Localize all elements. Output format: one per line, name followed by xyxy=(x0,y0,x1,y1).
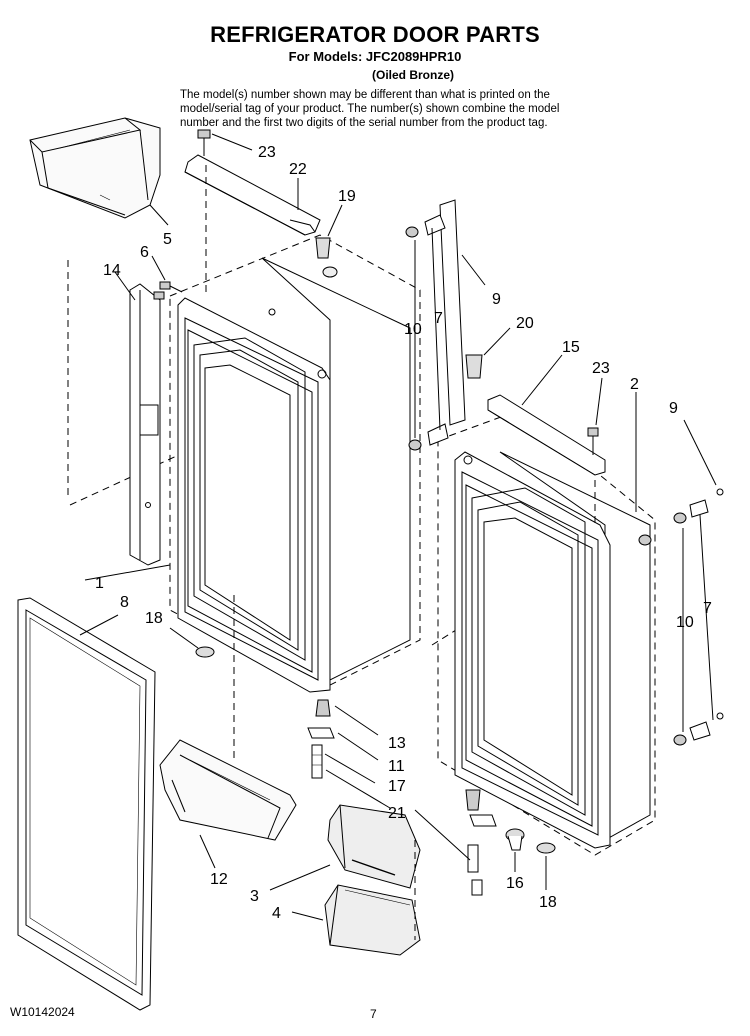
dimension-line-7-left xyxy=(431,227,441,431)
callout-7-left: 7 xyxy=(434,310,443,327)
callout-14: 14 xyxy=(103,262,121,279)
leader-11 xyxy=(337,732,379,761)
leader-19 xyxy=(327,204,343,237)
callout-23-top: 23 xyxy=(258,144,276,161)
part-handle-assembly-left xyxy=(405,199,466,451)
callout-5: 5 xyxy=(163,231,172,248)
leader-8 xyxy=(79,614,119,636)
leader-23-right xyxy=(595,377,603,426)
callout-1: 1 xyxy=(95,575,104,592)
leader-21-right xyxy=(414,809,471,861)
model-number-note: The model(s) number shown may be differe… xyxy=(180,88,620,130)
left-door-envelope xyxy=(169,234,421,691)
part-screw-23-right xyxy=(587,427,599,455)
callout-8: 8 xyxy=(120,594,129,611)
leader-9-right xyxy=(683,419,717,486)
callout-15: 15 xyxy=(562,339,580,356)
callout-6: 6 xyxy=(140,244,149,261)
leader-5 xyxy=(149,204,169,226)
part-door-gasket-8 xyxy=(17,597,156,1011)
callout-21: 21 xyxy=(388,805,406,822)
leader-13 xyxy=(334,705,379,736)
document-number: W10142024 xyxy=(10,1005,75,1019)
note-line-1: The model(s) number shown may be differe… xyxy=(180,89,550,101)
callout-13: 13 xyxy=(388,735,406,752)
part-screw-6 xyxy=(153,281,183,300)
callout-9-right: 9 xyxy=(669,400,678,417)
leader-9-left xyxy=(461,254,486,286)
part-hinge-bushing-13 xyxy=(315,699,331,717)
part-door-bin-upper xyxy=(29,117,161,219)
leader-12 xyxy=(199,834,216,869)
leader-15 xyxy=(521,354,563,406)
part-hinge-bushing-20 xyxy=(465,354,483,379)
callout-20: 20 xyxy=(516,315,534,332)
leader-18-left xyxy=(169,627,199,649)
dimension-line-7-right xyxy=(699,514,714,721)
callout-23-right: 23 xyxy=(592,360,610,377)
leader-6 xyxy=(151,255,166,281)
part-handle-assembly-right xyxy=(638,488,724,746)
part-screw-23-top xyxy=(197,129,211,156)
callout-2: 2 xyxy=(630,376,639,393)
note-line-2: model/serial tag of your product. The nu… xyxy=(180,103,560,115)
leader-20 xyxy=(483,327,511,356)
leader-17 xyxy=(324,753,376,784)
leader-14 xyxy=(114,271,136,301)
callout-10-right: 10 xyxy=(676,614,694,631)
part-hinge-strip-14 xyxy=(129,283,161,566)
page-title: REFRIGERATOR DOOR PARTS xyxy=(210,22,540,47)
part-door-stop-16 xyxy=(505,828,525,851)
finish-line: (Oiled Bronze) xyxy=(372,68,455,82)
part-foot-18-left xyxy=(195,646,215,658)
part-hinge-cover-3 xyxy=(327,804,421,889)
leader-4 xyxy=(291,911,324,921)
part-foot-18-right xyxy=(536,842,556,854)
leader-21 xyxy=(325,769,391,809)
part-screws-21-right xyxy=(467,844,483,896)
models-line: For Models: JFC2089HPR10 xyxy=(288,49,462,64)
part-hinge-plate-11 xyxy=(307,727,335,739)
callout-18-right: 18 xyxy=(539,894,557,911)
page-number: 7 xyxy=(370,1007,377,1021)
callout-9-left: 9 xyxy=(492,291,501,308)
part-hinge-bushing-17 xyxy=(465,789,497,827)
note-line-3: number and the first two digits of the s… xyxy=(180,117,548,129)
callout-12: 12 xyxy=(210,871,228,888)
part-hinge-cover-4 xyxy=(324,884,421,956)
part-screws-21-left xyxy=(311,744,323,779)
callout-16: 16 xyxy=(506,875,524,892)
callout-10-left: 10 xyxy=(404,321,422,338)
callout-17: 17 xyxy=(388,778,406,795)
part-right-door-2 xyxy=(454,451,611,849)
callout-4: 4 xyxy=(272,905,281,922)
part-left-door-1 xyxy=(177,297,331,693)
callout-19: 19 xyxy=(338,188,356,205)
part-top-hinge-cover-15 xyxy=(487,394,606,476)
part-top-hinge-cover-22 xyxy=(184,154,321,236)
part-door-bin-lower-12 xyxy=(159,739,297,841)
leader-23-top xyxy=(211,133,253,151)
leader-3 xyxy=(269,864,331,891)
part-hinge-bushing-19 xyxy=(315,237,338,278)
callout-22: 22 xyxy=(289,161,307,178)
callout-7-right: 7 xyxy=(703,600,712,617)
callout-11: 11 xyxy=(388,758,405,775)
callout-18-left: 18 xyxy=(145,610,163,627)
callout-3: 3 xyxy=(250,888,259,905)
leader-1 xyxy=(84,564,171,581)
